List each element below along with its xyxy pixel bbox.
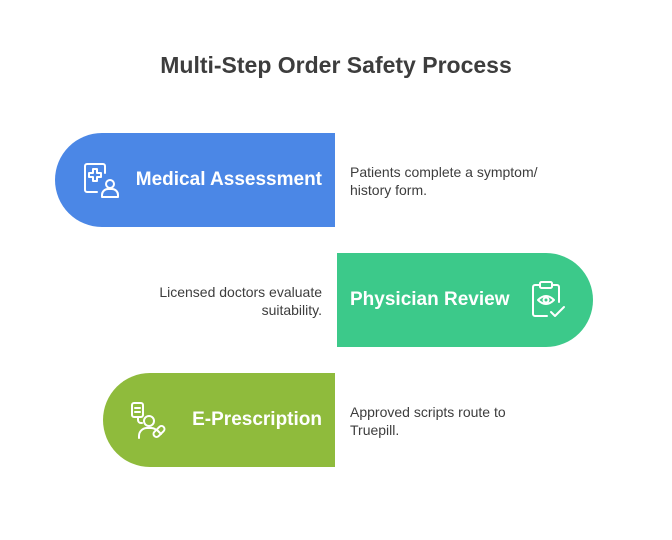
description-line: suitability.: [261, 302, 322, 318]
diagram-title: Multi-Step Order Safety Process: [160, 52, 512, 78]
step-description: Licensed doctors evaluate suitability.: [100, 283, 322, 319]
description-line: Approved scripts route to: [350, 404, 506, 420]
prescription-icon: [129, 400, 169, 440]
description-line: history form.: [350, 182, 428, 198]
step-medical-assessment: Medical Assessment: [55, 133, 335, 227]
description-line: Patients complete a symptom/: [350, 164, 538, 180]
step-physician-review: Physician Review: [337, 253, 593, 347]
description-line: Licensed doctors evaluate: [159, 284, 322, 300]
step-e-prescription: E-Prescription: [103, 373, 335, 467]
clipboard-review-icon: [527, 280, 567, 320]
step-label: Physician Review: [350, 289, 510, 310]
step-label: E-Prescription: [192, 409, 322, 430]
medical-record-icon: [81, 160, 121, 200]
description-line: Truepill.: [350, 422, 400, 438]
step-label: Medical Assessment: [135, 169, 322, 190]
step-description: Approved scripts route to Truepill.: [350, 403, 590, 439]
step-description: Patients complete a symptom/ history for…: [350, 163, 590, 199]
